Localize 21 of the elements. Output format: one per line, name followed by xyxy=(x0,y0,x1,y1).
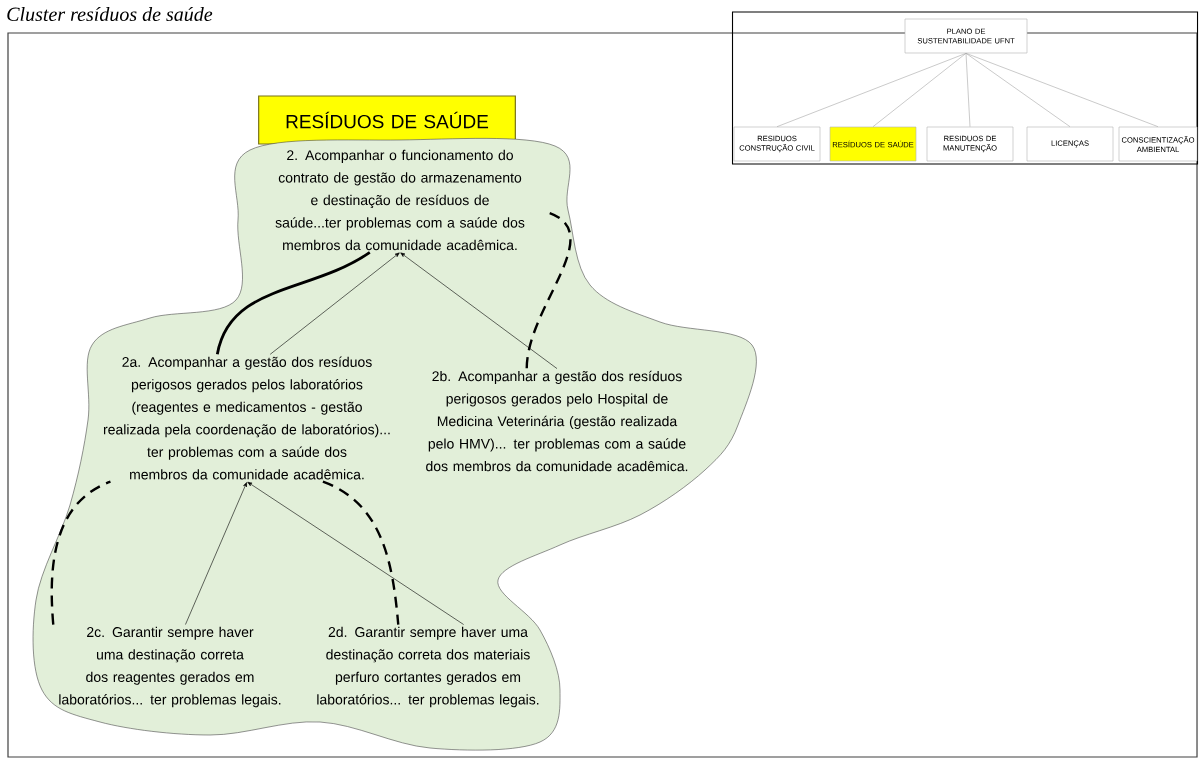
connector-line xyxy=(965,53,1071,127)
dashed-curve xyxy=(525,212,572,369)
node-text: 2c. Garantir sempre haver uma destinação correta dos reagentes gerados em laboratórios... ter problemas legais. xyxy=(59,626,281,708)
node-text: 2. Acompanhar o funcionamento do contrato de gestão do armazenamento e destinação de resíduos de saúde...ter problemas com a saúde dos membros da comunidade acadêmica. xyxy=(275,149,525,251)
arrow xyxy=(269,252,400,355)
inset-frame xyxy=(731,11,1199,165)
node-text: 2b. Acompanhar a gestão dos resíduos perigosos gerados pelo Hospital de Medicina Veterinária (gestão realizada pelo HMV)... ter problemas com a saúde dos membros da comunidade acadêmica. xyxy=(426,370,688,472)
arrow xyxy=(185,482,247,625)
dashed-curve xyxy=(322,480,400,625)
title-box: RESÍDUOS DE SAÚDE xyxy=(258,95,516,145)
arrow xyxy=(400,252,558,369)
connector-line xyxy=(965,53,971,127)
connector-line xyxy=(872,53,967,127)
dashed-curve xyxy=(50,480,111,625)
node-text: 2d. Garantir sempre haver uma destinação correta dos materiais perfuro cortantes gerados em laboratórios... ter problemas legais. xyxy=(317,626,539,708)
arrow xyxy=(247,481,464,625)
title: Cluster resíduos de saúde xyxy=(7,6,213,22)
connector-line xyxy=(776,53,967,127)
node-text: 2a. Acompanhar a gestão dos resíduos perigosos gerados pelos laboratórios (reagentes e medicamentos - gestão realizada pela coordenação de laboratórios)... ter problemas com a saúde dos membros da comunidade acadêmica. xyxy=(103,356,390,480)
connector-line xyxy=(965,53,1159,127)
curved-line xyxy=(215,251,371,355)
